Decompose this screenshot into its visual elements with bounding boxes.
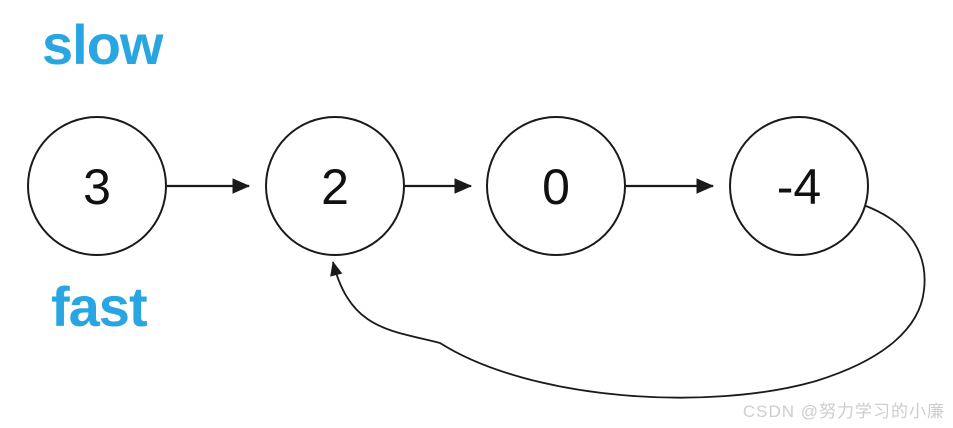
node-value: -4 — [777, 159, 821, 215]
node-circle — [265, 116, 405, 256]
fast-pointer-label: fast — [51, 275, 148, 338]
node-circle — [486, 116, 626, 256]
slow-pointer-label: slow — [42, 13, 163, 76]
csdn-watermark: CSDN @努力学习的小廉 — [742, 402, 945, 421]
list-node-neg4: -4 — [729, 116, 869, 256]
node-circle — [729, 116, 869, 256]
list-node-2: 2 — [265, 116, 405, 256]
node-value: 3 — [83, 159, 111, 215]
node-value: 2 — [321, 159, 349, 215]
node-circle — [27, 116, 167, 256]
cycle-edge-neg4-to-2 — [330, 205, 926, 399]
list-node-0: 0 — [486, 116, 626, 256]
list-node-3: 3 — [27, 116, 167, 256]
node-value: 0 — [542, 159, 570, 215]
